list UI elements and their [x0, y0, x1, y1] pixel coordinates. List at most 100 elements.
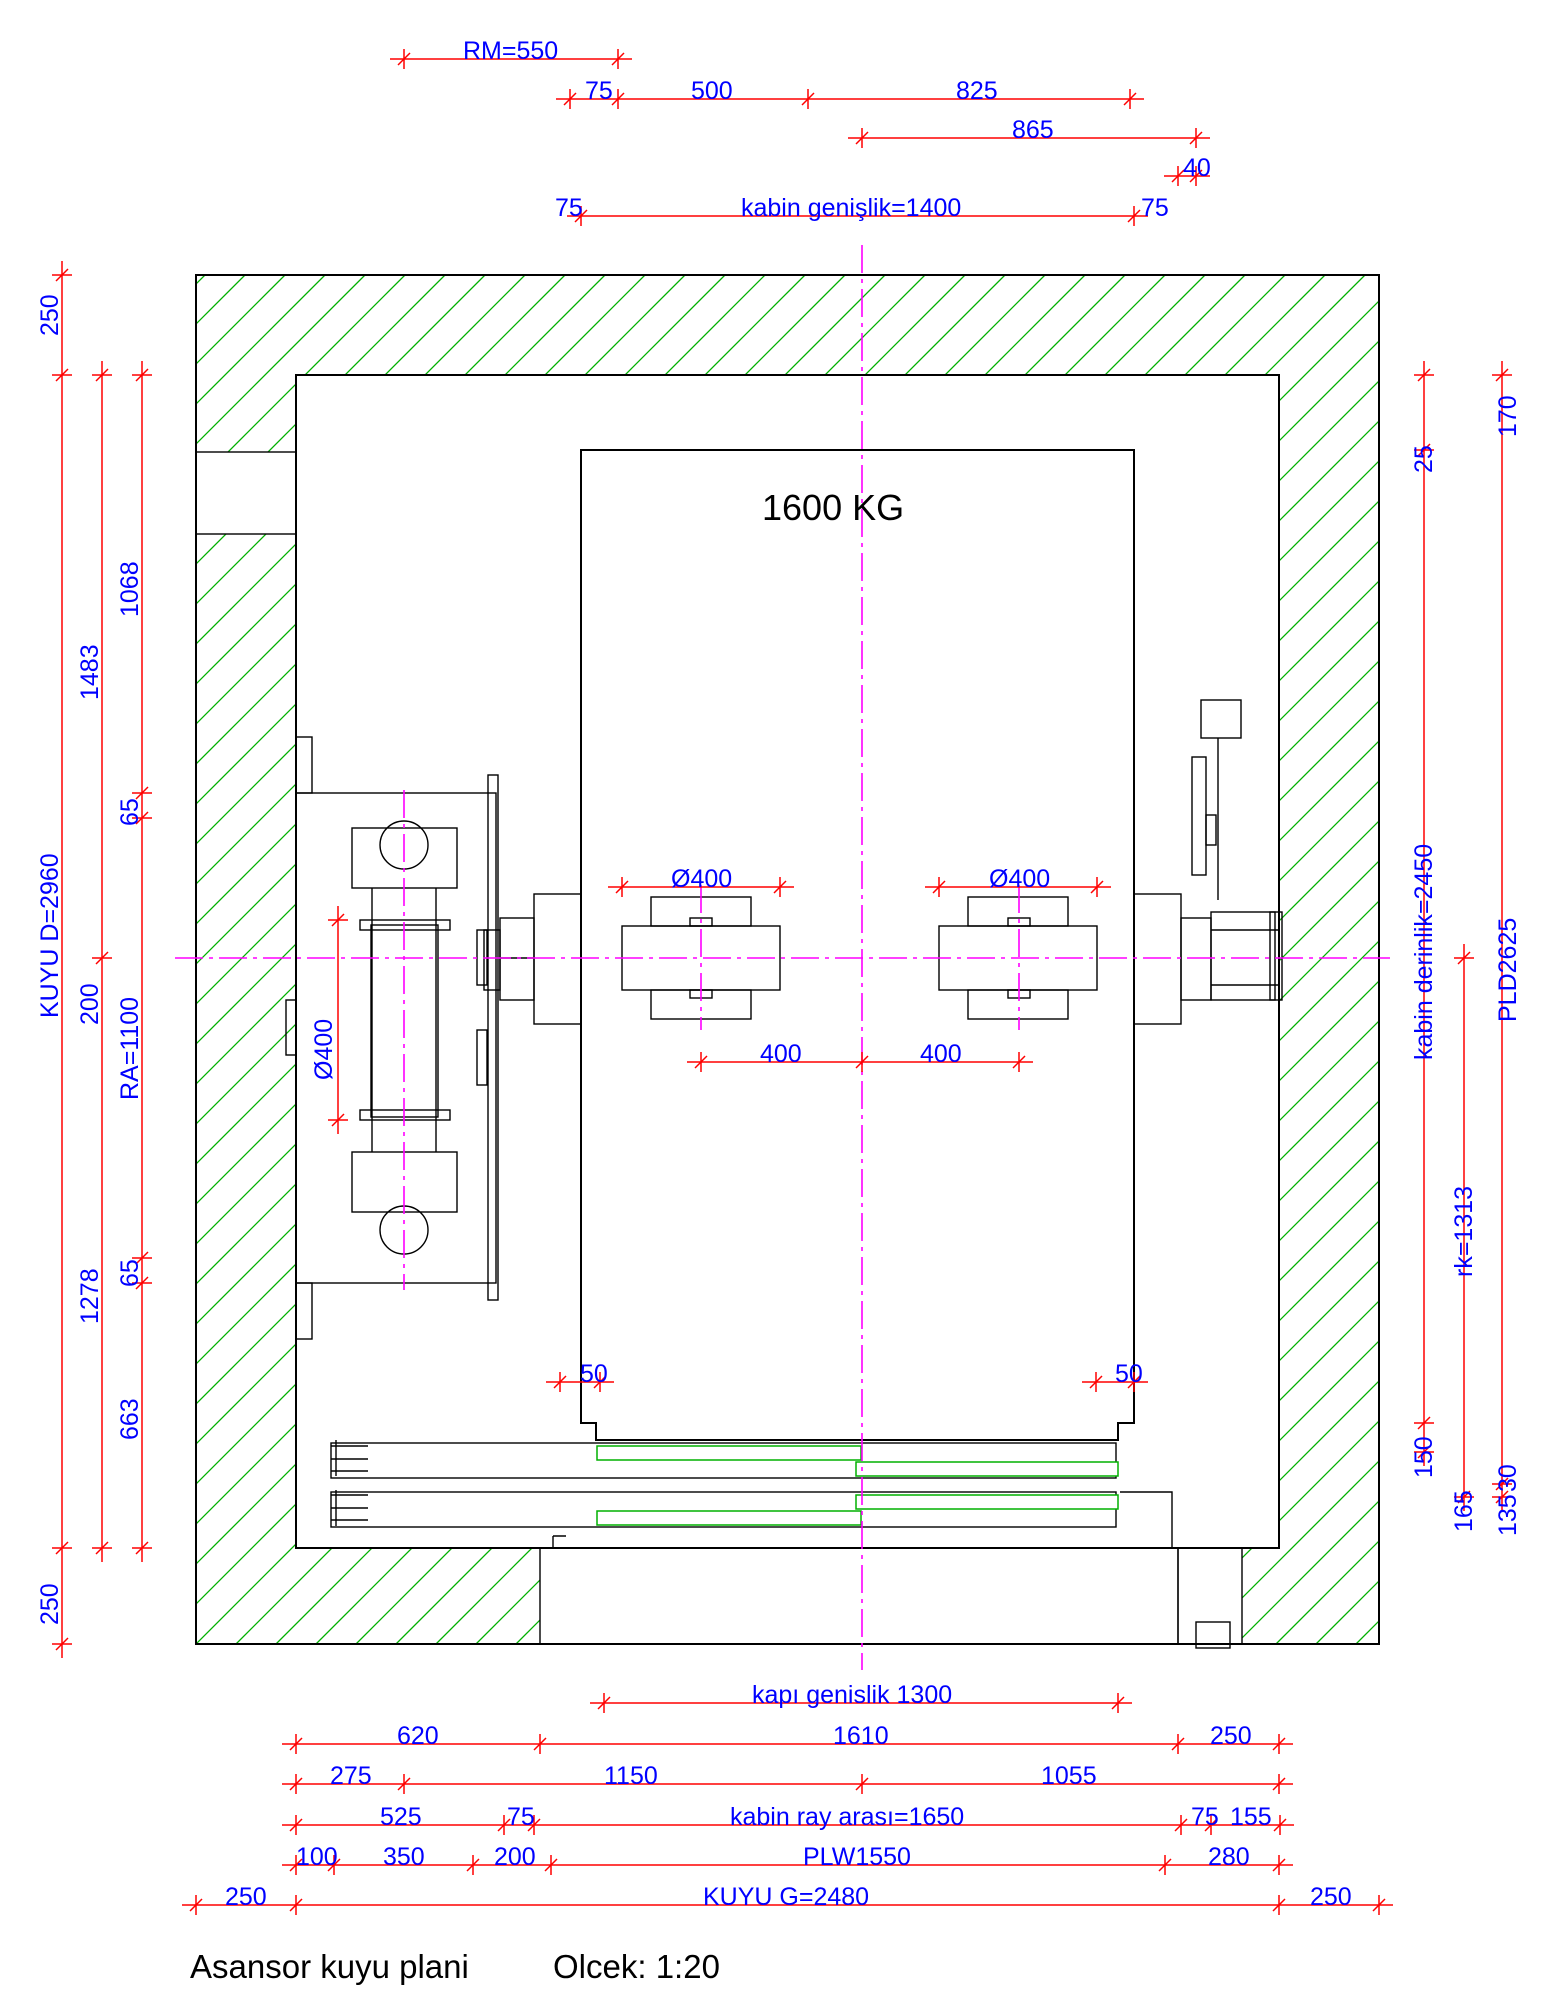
hatch-line — [196, 275, 1366, 1644]
hatch-line — [555, 275, 1379, 1644]
hatch-line — [196, 275, 606, 1644]
hatch-line — [915, 275, 1379, 1644]
dim-r2-275: 275 — [330, 1762, 372, 1790]
dim-rm: RM=550 — [463, 37, 558, 65]
hatch-line — [196, 275, 1326, 1644]
dim-top-500: 500 — [691, 77, 733, 105]
dim-rail-distance: kabin ray arası=1650 — [730, 1803, 964, 1831]
dim-left-1483: 1483 — [76, 644, 104, 700]
dim-r5-250a: 250 — [225, 1883, 267, 1911]
hatch-line — [196, 275, 1046, 1644]
hatch-line — [196, 275, 1126, 1644]
hatch-line — [795, 275, 1379, 1644]
hatch-line — [1035, 275, 1379, 1644]
dim-cabin-width: kabin genişlik=1400 — [741, 194, 961, 222]
dim-top-865: 865 — [1012, 116, 1054, 144]
hatch-line — [196, 275, 726, 1644]
dim-plw: PLW1550 — [803, 1843, 911, 1871]
dim-r4-200: 200 — [494, 1843, 536, 1871]
right-cabin-rail — [1133, 893, 1283, 1025]
dim-left-663: 663 — [116, 1398, 144, 1440]
hatch-line — [196, 275, 566, 1644]
hatch-line — [1355, 275, 1379, 1644]
hatch-line — [196, 275, 1286, 1644]
dim-r4-100: 100 — [296, 1843, 338, 1871]
hatch-line — [315, 275, 1379, 1644]
dim-inner-50-left: 50 — [580, 1360, 608, 1388]
hatch-line — [196, 275, 1206, 1644]
hatch-line — [1075, 275, 1379, 1644]
hatch-line — [355, 275, 1379, 1644]
dim-inner-400-left: 400 — [760, 1040, 802, 1068]
door-sill-opening — [539, 1547, 1179, 1645]
hatch-line — [196, 275, 1086, 1644]
dim-pld: PLD2625 — [1494, 918, 1522, 1022]
dim-left-250-bottom: 250 — [36, 1583, 64, 1625]
dim-kuyu-d: KUYU D=2960 — [36, 853, 64, 1018]
wall-opening-left — [195, 451, 297, 535]
dim-r3-155: 155 — [1230, 1803, 1272, 1831]
governor-device — [1191, 699, 1242, 900]
dim-r2-1150: 1150 — [604, 1762, 658, 1790]
dim-right-170: 170 — [1494, 395, 1522, 437]
dim-r1-250: 250 — [1210, 1722, 1252, 1750]
dim-top-75b: 75 — [555, 194, 583, 222]
wall-hatch — [196, 275, 1379, 1644]
dim-left-65a: 65 — [116, 798, 144, 826]
landing-button — [1195, 1621, 1231, 1649]
hatch-line — [196, 275, 1006, 1644]
dim-right-25: 25 — [1410, 445, 1438, 473]
dim-r1-620: 620 — [397, 1722, 439, 1750]
dim-cabin-depth: kabin derinlik=2450 — [1410, 844, 1438, 1060]
landing-box — [1177, 1547, 1243, 1645]
dim-r3-525: 525 — [380, 1803, 422, 1831]
dim-left-1068: 1068 — [116, 561, 144, 617]
cabin-outline — [580, 449, 1135, 1441]
dim-inner-50-right: 50 — [1115, 1360, 1143, 1388]
dim-pulley-left: Ø400 — [671, 865, 732, 893]
dim-left-250-top: 250 — [36, 294, 64, 336]
hatch-line — [196, 275, 446, 1644]
dim-door-width: kapı genislik 1300 — [752, 1681, 952, 1709]
dim-left-65b: 65 — [116, 1259, 144, 1287]
capacity-label: 1600 KG — [762, 487, 904, 528]
hatch-line — [196, 275, 1379, 1644]
hatch-line — [475, 275, 1379, 1644]
hatch-line — [196, 275, 486, 1644]
dim-r4-280: 280 — [1208, 1843, 1250, 1871]
dim-kuyu-g: KUYU G=2480 — [703, 1883, 869, 1911]
left-cabin-rail — [483, 893, 582, 1025]
dim-right-165: 165 — [1450, 1490, 1478, 1532]
dim-right-150: 150 — [1410, 1436, 1438, 1478]
drawing-title: Asansor kuyu plani — [190, 1948, 469, 1985]
dim-r1-1610: 1610 — [833, 1722, 889, 1750]
hatch-line — [875, 275, 1379, 1644]
hatch-line — [435, 275, 1379, 1644]
dim-r4-350: 350 — [383, 1843, 425, 1871]
hatch-line — [196, 275, 1166, 1644]
dimension-lines — [52, 49, 1512, 1915]
hatch-line — [196, 275, 646, 1644]
car-doors — [330, 1440, 1173, 1548]
dim-inner-400-right: 400 — [920, 1040, 962, 1068]
dim-right-135: 135 — [1494, 1494, 1522, 1536]
dim-top-40: 40 — [1183, 154, 1211, 182]
hatch-line — [515, 275, 1379, 1644]
hatch-line — [1115, 275, 1379, 1644]
hatch-line — [196, 275, 526, 1644]
dim-top-75a: 75 — [585, 77, 613, 105]
dim-r5-250c: 250 — [1310, 1883, 1352, 1911]
scale-label: Olcek: 1:20 — [553, 1948, 720, 1985]
dim-top-825: 825 — [956, 77, 998, 105]
hatch-line — [835, 275, 1379, 1644]
hatch-line — [235, 275, 1379, 1644]
dim-left-1278: 1278 — [76, 1268, 104, 1324]
dim-r3-75b: 75 — [1191, 1803, 1219, 1831]
dim-top-75c: 75 — [1141, 194, 1169, 222]
dim-r2-1055: 1055 — [1041, 1762, 1097, 1790]
dim-r3-75: 75 — [507, 1803, 535, 1831]
dim-pulley-right: Ø400 — [989, 865, 1050, 893]
shaft-outer-wall — [195, 274, 1380, 1645]
dim-ra: RA=1100 — [116, 997, 144, 1100]
